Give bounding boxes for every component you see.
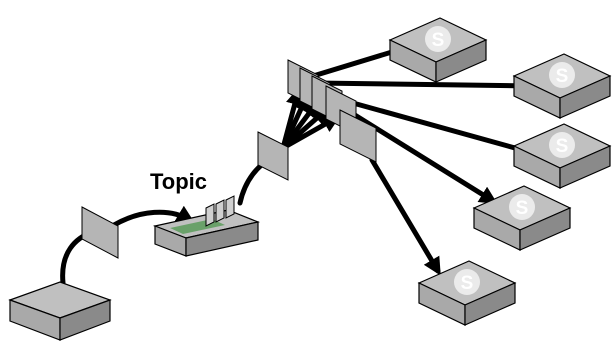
subscriber-3: S <box>512 123 612 189</box>
edge-to-subscriber-5 <box>369 157 441 276</box>
subscriber-label: S <box>556 66 569 87</box>
topic-queue <box>152 195 261 257</box>
subscriber-label: S <box>516 198 529 219</box>
edge-to-subscriber-2 <box>312 76 538 95</box>
subscriber-4: S <box>472 185 572 251</box>
subscriber-badge <box>454 269 480 295</box>
copy-card-stack <box>287 59 377 163</box>
message-to-topic-edge <box>111 205 195 228</box>
subscriber-1: S <box>388 17 488 83</box>
subscriber-label: S <box>432 30 445 51</box>
subscriber-badge <box>549 62 575 88</box>
subscriber-badge <box>509 194 535 220</box>
edge-to-subscriber-3 <box>332 95 539 159</box>
subscriber-badge <box>425 26 451 52</box>
fan-arrows <box>280 86 341 151</box>
subscriber-2: S <box>512 53 612 119</box>
message-card <box>81 206 119 259</box>
subscriber-label: S <box>556 136 569 157</box>
subscriber-5: S <box>417 260 517 326</box>
subscriber-label: S <box>461 273 474 294</box>
fan-arrow <box>280 115 341 151</box>
publisher-box <box>8 281 112 341</box>
message-copy-card <box>257 131 289 181</box>
subscriber-badge <box>549 132 575 158</box>
topic-label: Topic <box>150 169 207 194</box>
copy-card <box>339 109 377 163</box>
